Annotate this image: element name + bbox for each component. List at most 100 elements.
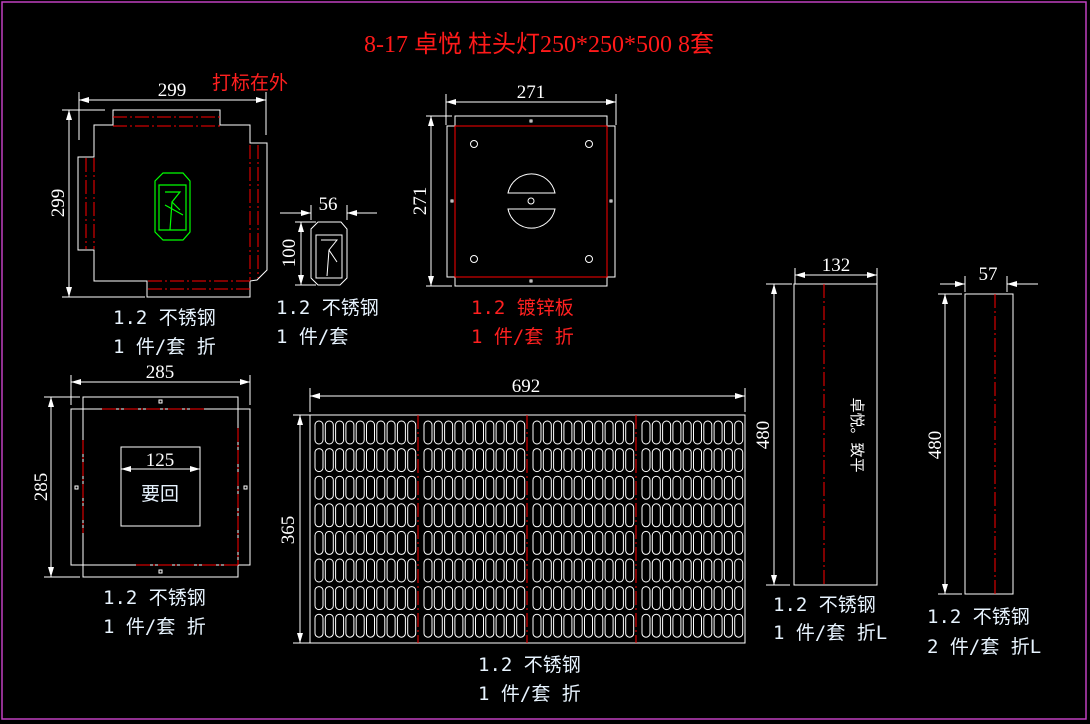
slot bbox=[573, 558, 583, 583]
quantity-label: 1 件/套 折 bbox=[103, 616, 206, 638]
slot bbox=[651, 530, 661, 555]
slot bbox=[723, 613, 733, 638]
dim-width: 271 bbox=[517, 82, 546, 103]
slot bbox=[723, 530, 733, 555]
note-marking-outside: 打标在外 bbox=[212, 72, 288, 94]
slot bbox=[444, 530, 454, 555]
quantity-label: 1 件/套 折 bbox=[471, 326, 574, 348]
dim-opening: 125 bbox=[146, 450, 175, 471]
slot bbox=[625, 475, 635, 500]
slot bbox=[563, 420, 573, 445]
slot bbox=[407, 558, 417, 583]
slot bbox=[703, 586, 713, 611]
slot bbox=[713, 503, 723, 528]
slot bbox=[376, 503, 386, 528]
slot bbox=[345, 558, 355, 583]
slot bbox=[672, 475, 682, 500]
slot bbox=[651, 586, 661, 611]
slot bbox=[454, 558, 464, 583]
slot bbox=[314, 503, 324, 528]
mounting-hole bbox=[585, 255, 593, 263]
slot bbox=[464, 530, 474, 555]
slot bbox=[573, 530, 583, 555]
slot bbox=[542, 613, 552, 638]
slot bbox=[553, 558, 563, 583]
dim-height: 299 bbox=[48, 189, 69, 218]
slot bbox=[366, 530, 375, 555]
logo-icon bbox=[154, 172, 191, 241]
slot bbox=[376, 586, 386, 611]
slot bbox=[662, 530, 672, 555]
center-opening bbox=[120, 446, 201, 527]
slot bbox=[464, 613, 474, 638]
slot bbox=[651, 613, 661, 638]
slot bbox=[396, 613, 406, 638]
slot bbox=[594, 558, 604, 583]
material-label: 1.2 镀锌板 bbox=[471, 297, 574, 319]
slot bbox=[641, 503, 651, 528]
slot bbox=[713, 475, 723, 500]
quantity-label: 1 件/套 折L bbox=[773, 622, 887, 644]
slot bbox=[516, 475, 526, 500]
slot bbox=[604, 448, 614, 473]
slot bbox=[366, 503, 375, 528]
slot bbox=[407, 420, 417, 445]
slot bbox=[672, 613, 682, 638]
slot bbox=[366, 475, 375, 500]
mounting-hole bbox=[470, 255, 478, 263]
slot bbox=[495, 448, 505, 473]
slot bbox=[396, 558, 406, 583]
dim-height: 100 bbox=[279, 239, 300, 268]
part-side-panel-132: 132 480 卓悦。致平 1.2 不锈钢 1 件/套 折L bbox=[753, 255, 887, 644]
slot bbox=[734, 503, 744, 528]
slot bbox=[553, 530, 563, 555]
slot bbox=[355, 448, 365, 473]
slot bbox=[366, 613, 375, 638]
slot bbox=[423, 475, 433, 500]
slot bbox=[703, 448, 713, 473]
slot bbox=[485, 558, 495, 583]
slot bbox=[672, 530, 682, 555]
material-label: 1.2 不锈钢 bbox=[478, 654, 581, 676]
slot bbox=[475, 420, 484, 445]
slot bbox=[532, 530, 542, 555]
slot bbox=[672, 586, 682, 611]
slot bbox=[682, 448, 692, 473]
slot bbox=[423, 503, 433, 528]
slot bbox=[553, 613, 563, 638]
slot bbox=[475, 613, 484, 638]
slot bbox=[345, 586, 355, 611]
center-note: 要回 bbox=[141, 483, 179, 505]
slot bbox=[542, 448, 552, 473]
slot bbox=[604, 558, 614, 583]
slot bbox=[396, 420, 406, 445]
slot bbox=[532, 420, 542, 445]
logo-plate-icon bbox=[310, 221, 348, 286]
slot bbox=[563, 448, 573, 473]
slot bbox=[505, 420, 515, 445]
slot bbox=[651, 420, 661, 445]
slot bbox=[723, 448, 733, 473]
slot bbox=[464, 558, 474, 583]
slot bbox=[553, 420, 563, 445]
slot bbox=[672, 503, 682, 528]
slot bbox=[625, 530, 635, 555]
slot bbox=[553, 586, 563, 611]
slot bbox=[345, 503, 355, 528]
slot bbox=[703, 503, 713, 528]
slot bbox=[355, 558, 365, 583]
slot bbox=[662, 475, 672, 500]
dim-width: 56 bbox=[319, 194, 338, 215]
slot bbox=[396, 475, 406, 500]
quantity-label: 2 件/套 折L bbox=[927, 636, 1041, 658]
slot bbox=[713, 558, 723, 583]
slot bbox=[532, 503, 542, 528]
slot bbox=[641, 420, 651, 445]
dim-width: 285 bbox=[146, 362, 175, 383]
slot bbox=[662, 503, 672, 528]
slot bbox=[532, 613, 542, 638]
slot bbox=[335, 475, 345, 500]
slot bbox=[444, 613, 454, 638]
slot bbox=[625, 503, 635, 528]
slot bbox=[454, 530, 464, 555]
